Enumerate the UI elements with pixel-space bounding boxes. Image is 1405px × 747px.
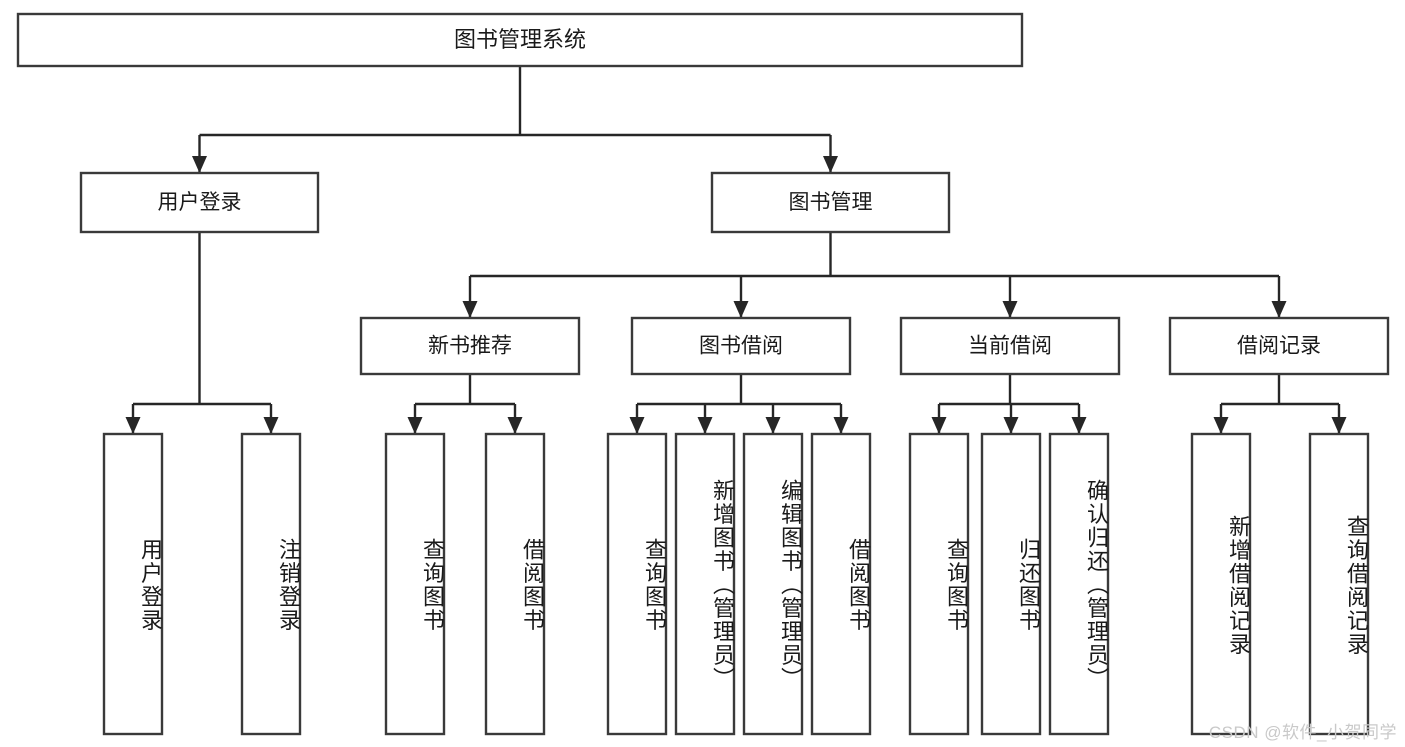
- arrow-head-icon: [765, 417, 781, 434]
- arrow-head-icon: [125, 417, 141, 434]
- node-box-root[interactable]: [16, 12, 1024, 68]
- connector-layer: [125, 66, 1347, 434]
- arrow-head-icon: [192, 156, 207, 173]
- node-box-current-borrow[interactable]: [899, 316, 1121, 376]
- node-box-leaf-user-logout[interactable]: [240, 432, 302, 736]
- node-box-leaf-add-book[interactable]: [674, 432, 736, 736]
- node-box-leaf-user-login[interactable]: [102, 432, 164, 736]
- node-label-borrow-record: 借阅记录: [1237, 335, 1321, 358]
- node-box-user-login[interactable]: [79, 171, 320, 234]
- node-box-leaf-confirm-return[interactable]: [1048, 432, 1110, 736]
- node-label-user-login: 用户登录: [158, 191, 242, 214]
- node-box-book-manage[interactable]: [710, 171, 951, 234]
- node-label-book-borrow: 图书借阅: [699, 335, 783, 358]
- csdn-watermark: CSDN @软件_小贺同学: [1208, 723, 1397, 742]
- arrow-head-icon: [1213, 417, 1229, 434]
- node-box-leaf-query-record[interactable]: [1308, 432, 1370, 736]
- node-box-leaf-add-record[interactable]: [1190, 432, 1252, 736]
- arrow-head-icon: [629, 417, 645, 434]
- arrow-head-icon: [407, 417, 423, 434]
- node-box-leaf-query-book-2[interactable]: [606, 432, 668, 736]
- node-label-new-book-recommend: 新书推荐: [428, 335, 512, 358]
- node-box-new-book-recommend[interactable]: [359, 316, 581, 376]
- node-box-leaf-query-book-1[interactable]: [384, 432, 446, 736]
- arrow-head-icon: [1071, 417, 1087, 434]
- node-label-root: 图书管理系统: [454, 27, 586, 52]
- arrow-head-icon: [1271, 301, 1287, 318]
- node-box-borrow-record[interactable]: [1168, 316, 1390, 376]
- node-box-leaf-query-book-3[interactable]: [908, 432, 970, 736]
- arrow-head-icon: [462, 301, 478, 318]
- node-box-leaf-edit-book[interactable]: [742, 432, 804, 736]
- arrow-head-icon: [1003, 417, 1019, 434]
- node-box-leaf-borrow-book-1[interactable]: [484, 432, 546, 736]
- arrow-head-icon: [1331, 417, 1347, 434]
- arrow-head-icon: [263, 417, 279, 434]
- node-box-book-borrow[interactable]: [630, 316, 852, 376]
- arrow-head-icon: [507, 417, 523, 434]
- arrow-head-icon: [1002, 301, 1018, 318]
- node-box-leaf-borrow-book-2[interactable]: [810, 432, 872, 736]
- arrow-head-icon: [931, 417, 947, 434]
- node-box-leaf-return-book[interactable]: [980, 432, 1042, 736]
- arrow-head-icon: [823, 156, 838, 173]
- arrow-head-icon: [733, 301, 749, 318]
- node-label-book-manage: 图书管理: [789, 191, 873, 214]
- arrow-head-icon: [833, 417, 849, 434]
- node-box-layer: [16, 12, 1390, 736]
- node-label-current-borrow: 当前借阅: [968, 335, 1052, 358]
- arrow-head-icon: [697, 417, 713, 434]
